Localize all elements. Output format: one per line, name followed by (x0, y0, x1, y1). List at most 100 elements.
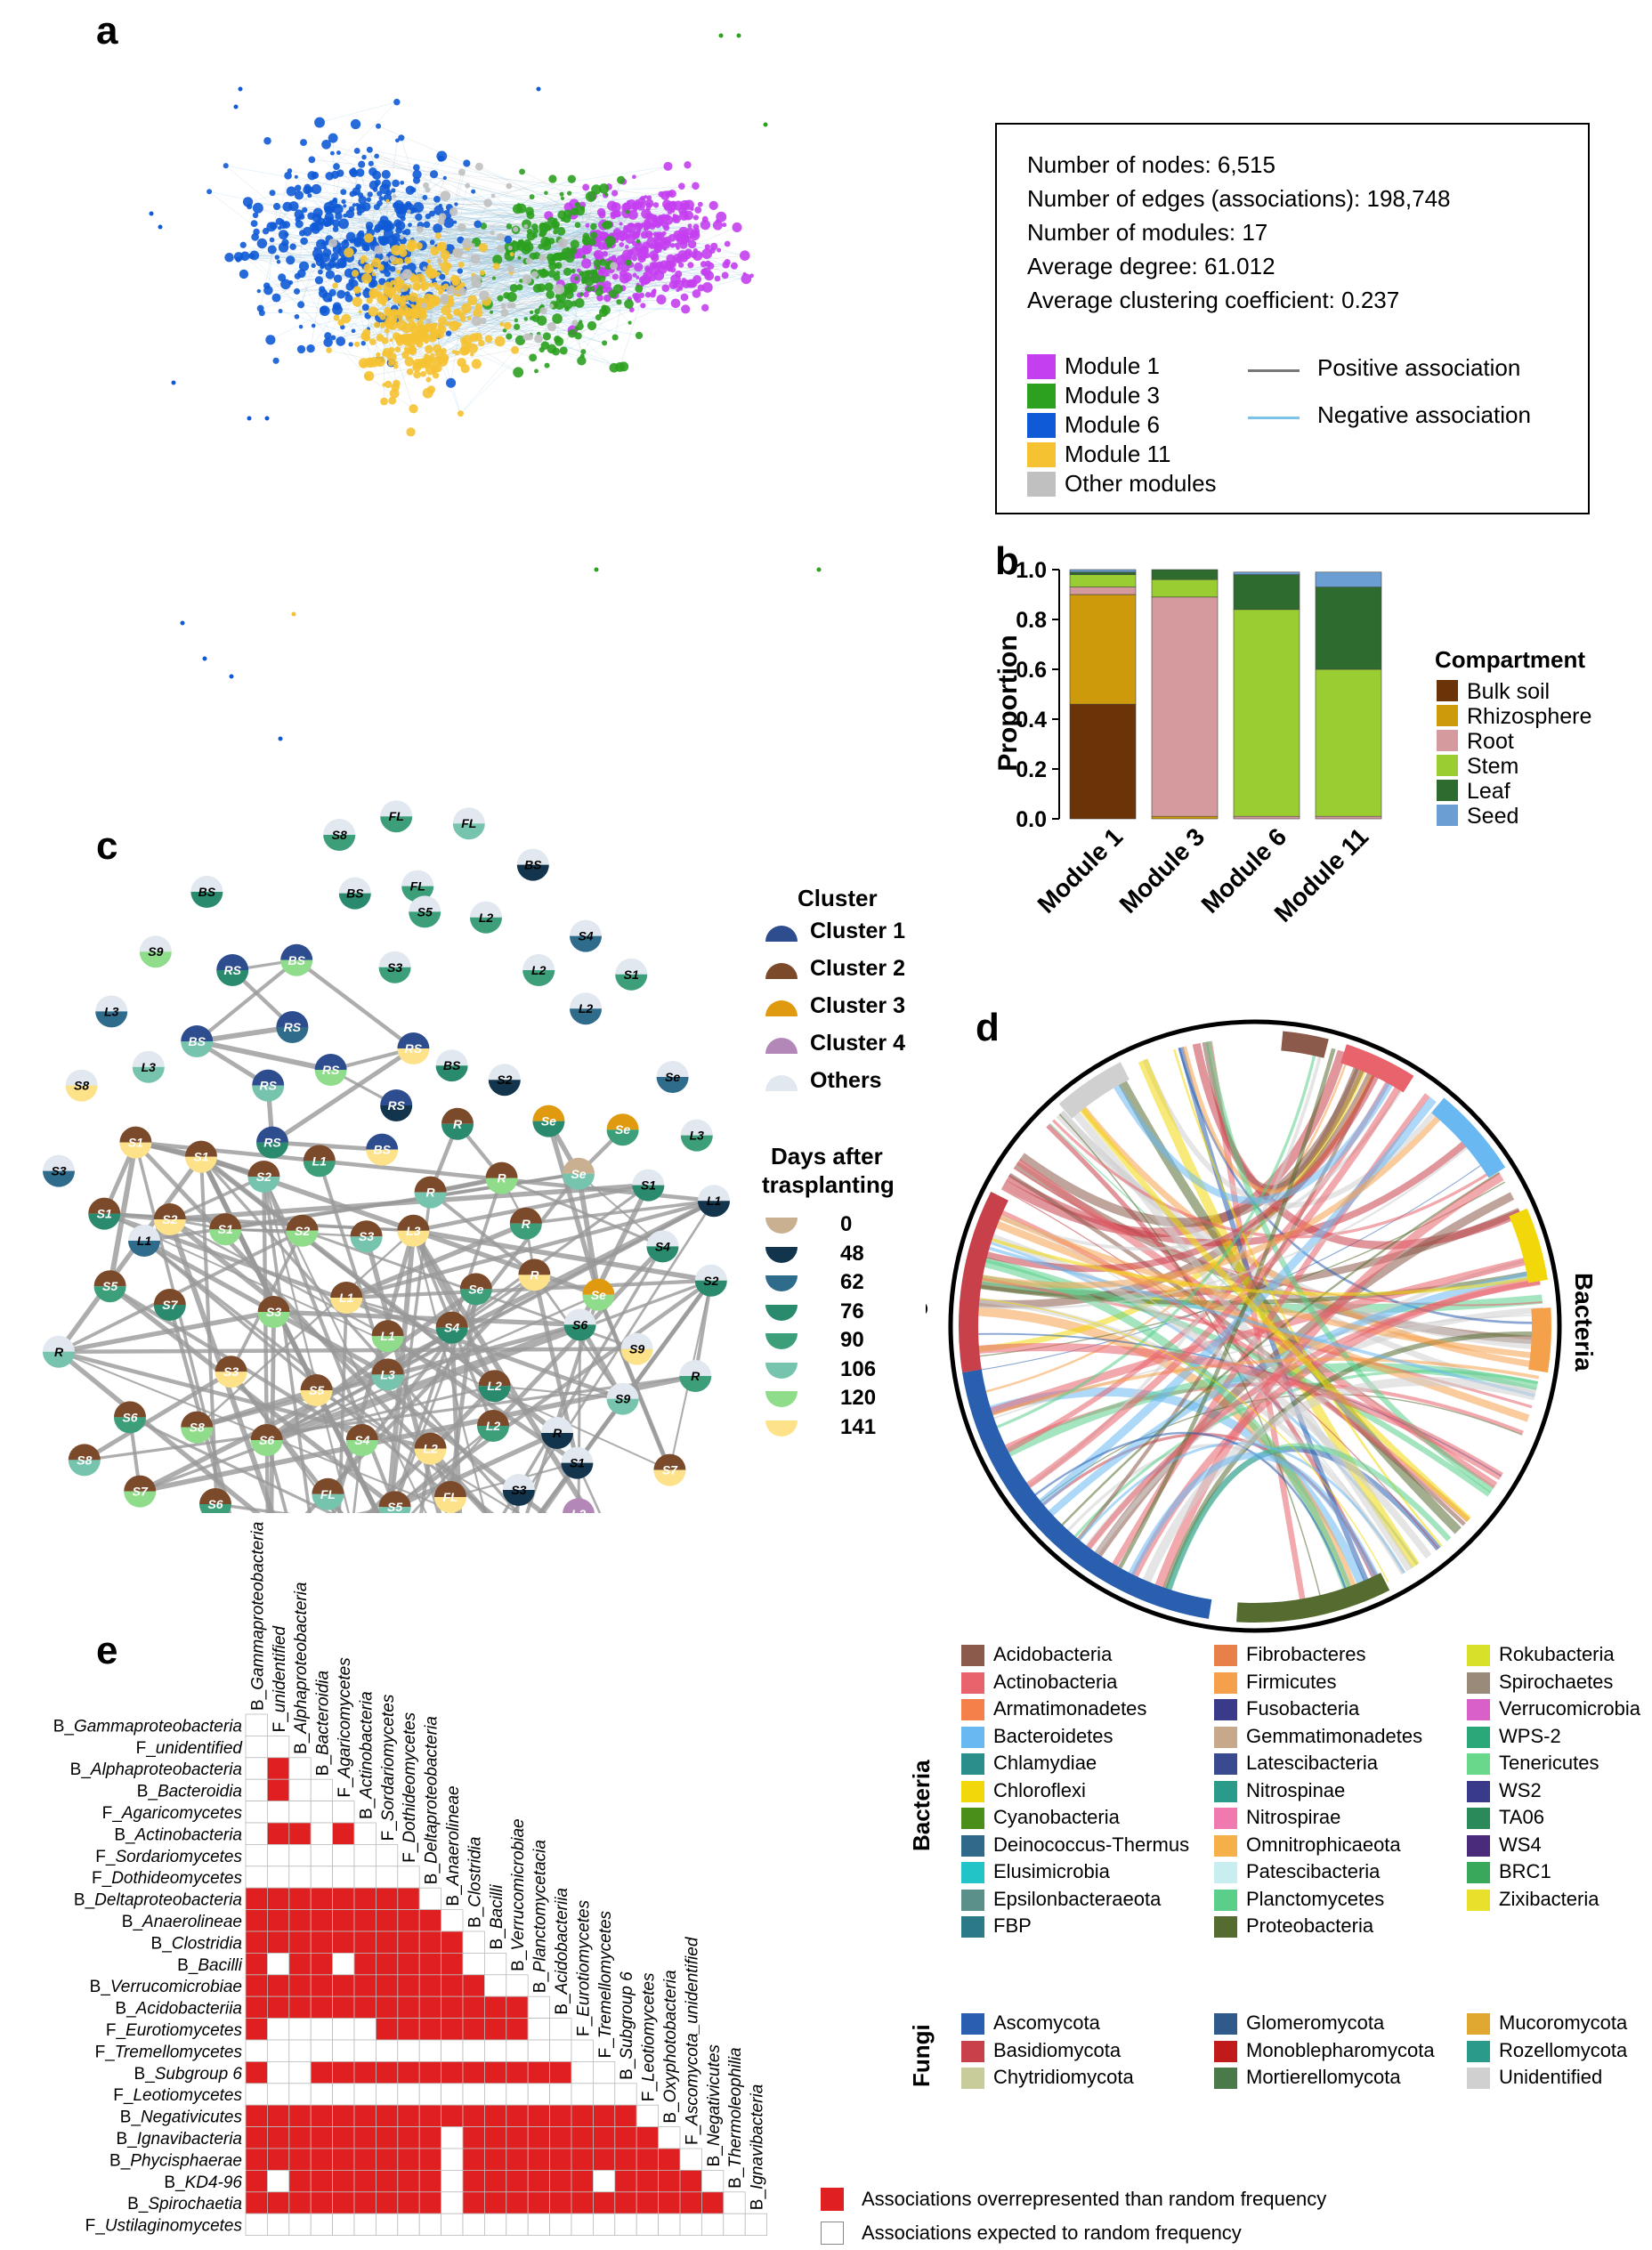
heatmap-cell (288, 2018, 312, 2041)
sample-node-label: L2 (579, 1001, 594, 1016)
heatmap-cell (593, 2148, 616, 2171)
heatmap-cell (441, 1995, 464, 2019)
heatmap-cell (549, 2170, 572, 2193)
overrepresented-label: Associations overrepresented than random… (862, 2188, 1327, 2210)
legend-label: Seed (1467, 804, 1518, 829)
heatmap-cell (636, 2126, 660, 2149)
heatmap-cell (375, 1974, 399, 1997)
heatmap-cell (310, 2213, 334, 2237)
heatmap-cell (288, 2126, 312, 2149)
heatmap-cell (310, 2191, 334, 2214)
heatmap-cell (462, 1995, 485, 2019)
heatmap-cell (310, 2170, 334, 2193)
heatmap-cell (332, 2191, 355, 2214)
heatmap-col-label: B_Deltaproteobacteria (423, 1716, 441, 1884)
sample-node-label: S1 (218, 1222, 233, 1236)
heatmap-cell (658, 2126, 681, 2149)
bacteria-phylum-swatch (961, 1699, 984, 1720)
sample-node-label: L3 (104, 1004, 119, 1018)
heatmap-cell (397, 2083, 420, 2106)
heatmap-cell (288, 2104, 312, 2128)
heatmap-cell (418, 2018, 442, 2041)
bacteria-phylum-label: Patescibacteria (1246, 1860, 1381, 1882)
bar-segment (1315, 571, 1382, 587)
module-3-label: Module 3 (1065, 382, 1160, 409)
fungi-phylum-swatch (1214, 2068, 1237, 2089)
fungi-phylum-label: Unidentified (1499, 2066, 1603, 2088)
heatmap-cell (375, 2083, 399, 2106)
heatmap-cell (353, 1887, 377, 1911)
heatmap-cell (310, 1887, 334, 1911)
sample-node: S2 (694, 1264, 727, 1297)
sample-node-label: RS (259, 1079, 277, 1093)
heatmap-cell (332, 2126, 355, 2149)
heatmap-cell (571, 2083, 594, 2106)
heatmap-cell (527, 1995, 551, 2019)
bacteria-phylum-swatch (961, 1916, 984, 1938)
heatmap-cell (744, 2213, 768, 2237)
heatmap-cell (679, 2148, 702, 2171)
heatmap-cell (418, 1995, 442, 2019)
bacteria-phylum-swatch (1467, 1726, 1490, 1748)
heatmap-row-label: B_Ignavibacteria (116, 2130, 242, 2149)
bacteria-phylum-label: Fusobacteria (1246, 1697, 1360, 1720)
heatmap-cell (310, 1974, 334, 1997)
heatmap-cell (310, 1995, 334, 2019)
stat-modules: Number of modules: 17 (1027, 219, 1268, 246)
heatmap-cell (441, 2061, 464, 2084)
heatmap-cell (462, 2148, 485, 2171)
bacteria-phylum-swatch (1467, 1671, 1490, 1694)
sample-node-label: FL (442, 1490, 458, 1504)
sample-node-label: S5 (102, 1279, 117, 1293)
module-3-swatch (1027, 384, 1056, 409)
sample-node-label: S3 (51, 1164, 66, 1178)
sample-node: S4 (345, 1424, 378, 1456)
heatmap-cell (288, 2170, 312, 2193)
sample-node: Se (532, 1105, 565, 1137)
heatmap-cell (310, 1930, 334, 1954)
heatmap-cell (506, 2104, 529, 2128)
heatmap-cell (245, 1843, 268, 1867)
bar-segment (1151, 579, 1219, 598)
heatmap-cell (441, 2126, 464, 2149)
heatmap-cell (658, 2148, 681, 2171)
sample-node-label: S2 (703, 1274, 718, 1288)
sample-node: S5 (93, 1270, 126, 1303)
heatmap-row-label: F_Dothideomycetes (92, 1869, 242, 1888)
heatmap-cell (571, 2061, 594, 2084)
heatmap-cell (418, 2061, 442, 2084)
heatmap-cell (375, 2018, 399, 2041)
heatmap-cell (462, 2061, 485, 2084)
heatmap-cell (288, 2213, 312, 2237)
bacteria-phylum-label: Zixibacteria (1499, 1887, 1599, 1910)
sample-node-label: S7 (133, 1485, 149, 1499)
heatmap-cell (527, 2148, 551, 2171)
heatmap-cell (506, 2061, 529, 2084)
heatmap-cell (418, 1909, 442, 1932)
heatmap-col-label: F_unidentified (271, 1625, 289, 1733)
heatmap-row-label: B_Acidobacteriia (115, 2000, 242, 2019)
bacteria-phylum-label: Planctomycetes (1246, 1887, 1385, 1910)
bacteria-phylum-label: Bacteroidetes (993, 1724, 1113, 1747)
heatmap-cell (593, 2061, 616, 2084)
heatmap-cell (701, 2213, 725, 2237)
days-label: 90 (840, 1328, 864, 1352)
legend-swatch (1437, 730, 1458, 751)
sample-node: S1 (561, 1446, 594, 1479)
y-tick-label: 0.0 (1016, 807, 1047, 832)
y-tick-label: 0.2 (1016, 757, 1047, 782)
bacteria-phylum-swatch (961, 1834, 984, 1857)
heatmap-cell (593, 2104, 616, 2128)
heatmap-cell (549, 2061, 572, 2084)
bar-segment (1069, 574, 1137, 587)
heatmap-cell (266, 2213, 290, 2237)
cluster-label: Cluster 2 (810, 956, 905, 981)
sample-node: S8 (181, 1411, 214, 1444)
sample-node: S2 (247, 1161, 280, 1193)
sample-node: S3 (378, 951, 411, 983)
sample-node-label: L1 (137, 1234, 152, 1248)
heatmap-cell (288, 2061, 312, 2084)
heatmap-cell (397, 1974, 420, 1997)
heatmap-cell (332, 1843, 355, 1867)
y-tick-label: 0.6 (1016, 658, 1047, 683)
